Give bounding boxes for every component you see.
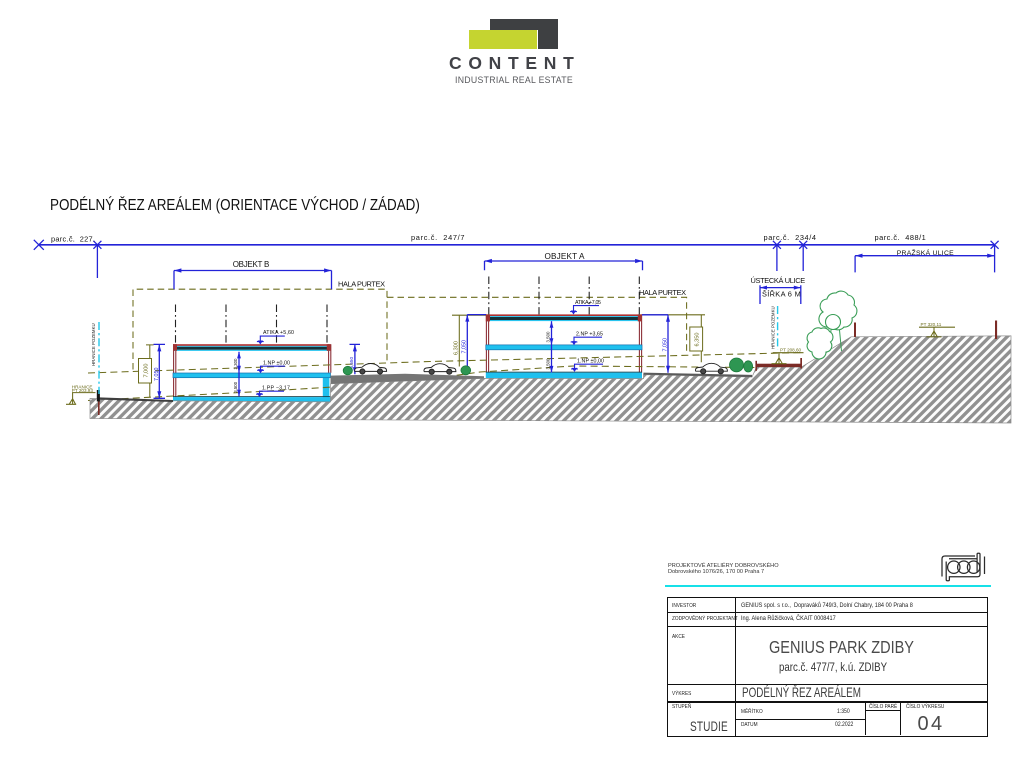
- svg-text:ÚSTECKÁ ULICE: ÚSTECKÁ ULICE: [751, 276, 806, 285]
- svg-text:ŠÍŘKA 6 M: ŠÍŘKA 6 M: [762, 289, 801, 298]
- svg-text:2.NP +3,65: 2.NP +3,65: [576, 331, 603, 337]
- svg-text:OBJEKT A: OBJEKT A: [545, 252, 586, 261]
- svg-text:HRANICE: HRANICE: [72, 385, 93, 390]
- svg-text:HRANICE POZEMKU: HRANICE POZEMKU: [771, 306, 776, 349]
- svg-text:HALA PURTEX: HALA PURTEX: [338, 280, 385, 289]
- svg-text:1.NP ±0,00: 1.NP ±0,00: [263, 360, 290, 366]
- svg-text:PRAŽSKÁ ULICE: PRAŽSKÁ ULICE: [897, 248, 954, 257]
- svg-text:parc.č. 227.: parc.č. 227.: [51, 235, 95, 244]
- svg-text:7,050: 7,050: [154, 368, 160, 382]
- svg-text:ATIKA +5,60: ATIKA +5,60: [263, 330, 294, 336]
- svg-text:3,500: 3,500: [546, 358, 551, 370]
- svg-text:OBJEKT B: OBJEKT B: [233, 260, 270, 269]
- svg-text:7,000: 7,000: [143, 364, 149, 378]
- svg-text:6,550: 6,550: [349, 357, 354, 369]
- svg-text:PT 208,60: PT 208,60: [780, 348, 802, 353]
- svg-text:3,300: 3,300: [233, 358, 238, 370]
- svg-text:PT 320,11: PT 320,11: [921, 322, 942, 327]
- svg-text:parc.č. 234/4: parc.č. 234/4: [764, 233, 817, 242]
- svg-text:1.NP ±0,00: 1.NP ±0,00: [577, 358, 604, 364]
- svg-text:ATIKA +7,05: ATIKA +7,05: [575, 300, 601, 306]
- svg-text:7,050: 7,050: [662, 338, 668, 352]
- svg-text:3,500: 3,500: [233, 381, 238, 393]
- svg-text:HRANICE POZEMKU: HRANICE POZEMKU: [91, 323, 96, 366]
- svg-text:parc.č. 488/1: parc.č. 488/1: [875, 233, 926, 242]
- svg-text:7,050: 7,050: [462, 340, 468, 354]
- svg-text:6,350: 6,350: [695, 333, 701, 347]
- svg-text:PT 203,93: PT 203,93: [72, 388, 94, 393]
- svg-text:3,500: 3,500: [546, 331, 551, 343]
- svg-text:1.PP −3,17: 1.PP −3,17: [262, 385, 290, 391]
- svg-text:HALA PURTEX: HALA PURTEX: [639, 288, 686, 297]
- svg-text:parc.č. 247/7: parc.č. 247/7: [411, 233, 465, 242]
- svg-text:6,300: 6,300: [454, 341, 460, 355]
